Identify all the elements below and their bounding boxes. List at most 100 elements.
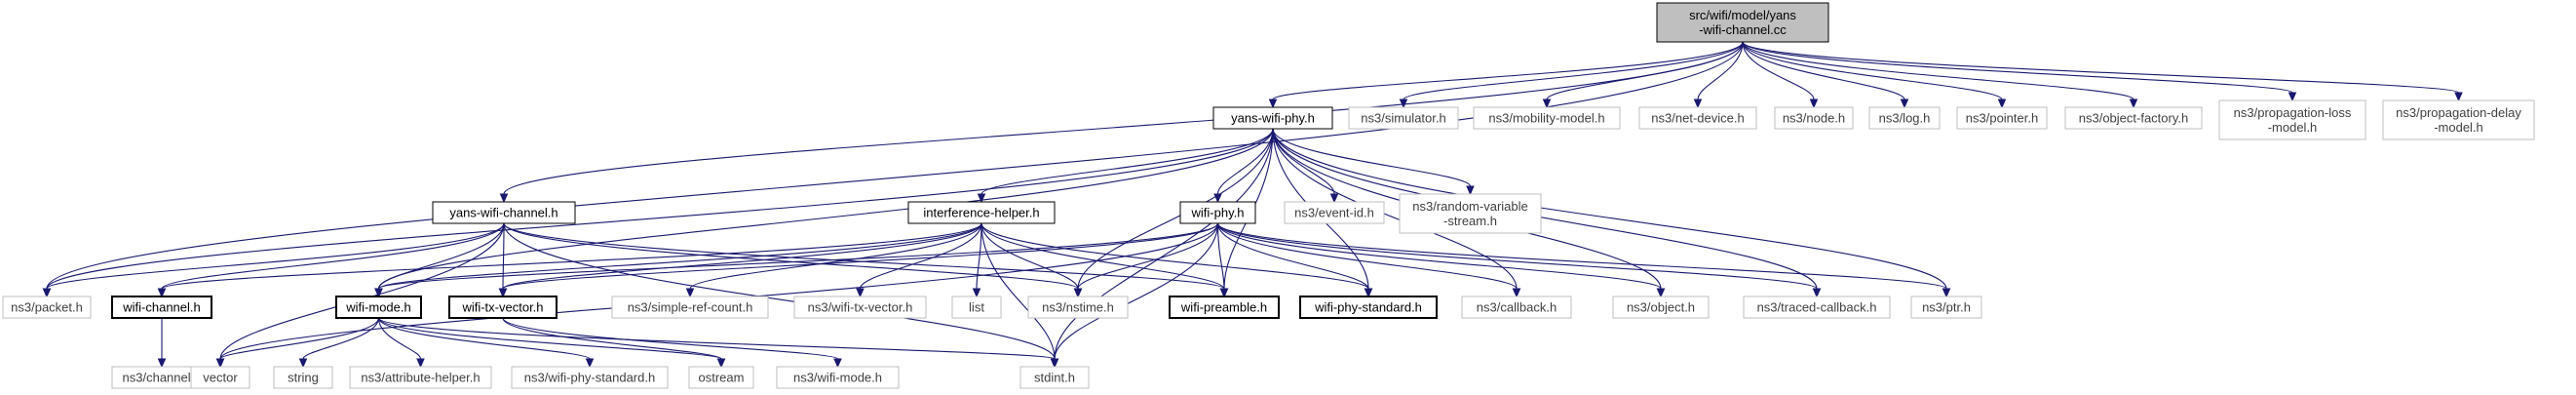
node-label: ns3/pointer.h xyxy=(1966,111,2038,126)
node-node: ns3/node.h xyxy=(1774,106,1854,130)
edge-wifi-phy-to-wifi-tx-vector xyxy=(498,222,1219,298)
node-attribute-helper: ns3/attribute-helper.h xyxy=(349,366,492,389)
edge-wifi-mode-to-stdint xyxy=(377,317,1059,369)
edge-wifi-phy-to-ptr xyxy=(1216,222,1951,298)
graph-nodes: src/wifi/model/yans-wifi-channel.cc yans-… xyxy=(2,2,2535,389)
node-ostream: ostream xyxy=(688,366,754,389)
edge-root-to-net-device xyxy=(1693,41,1744,109)
node-label: ns3/ptr.h xyxy=(1922,300,1971,315)
node-label: ns3/propagation-loss xyxy=(2234,105,2352,120)
node-label: -stream.h xyxy=(1443,214,1497,228)
edge-wifi-phy-to-wifi-phy-standard xyxy=(1216,222,1373,298)
edge-root-to-propagation-loss xyxy=(1742,41,2297,102)
node-label: ns3/wifi-mode.h xyxy=(793,371,882,385)
node-yans-wifi-channel[interactable]: yans-wifi-channel.h xyxy=(432,201,576,224)
node-object-factory: ns3/object-factory.h xyxy=(2064,106,2203,130)
node-net-device: ns3/net-device.h xyxy=(1638,106,1757,130)
edge-interference-helper-to-wifi-channel xyxy=(157,222,982,298)
node-label: ns3/channel.h xyxy=(123,371,202,385)
node-list: list xyxy=(951,296,1002,319)
edge-root-to-pointer xyxy=(1742,41,2007,109)
node-stdint: stdint.h xyxy=(1019,366,1090,389)
node-wifi-phy-standard[interactable]: wifi-phy-standard.h xyxy=(1299,296,1438,319)
node-nstime: ns3/nstime.h xyxy=(1027,296,1129,319)
node-simulator: ns3/simulator.h xyxy=(1348,106,1459,130)
node-label: ns3/random-variable xyxy=(1412,199,1528,214)
edge-wifi-phy-to-stdint xyxy=(1050,222,1219,369)
edge-wifi-mode-to-vector xyxy=(215,317,380,369)
edge-root-to-log xyxy=(1742,41,1909,109)
node-ptr: ns3/ptr.h xyxy=(1910,296,1982,319)
node-channel: ns3/channel.h xyxy=(111,366,212,389)
node-label: ns3/wifi-tx-vector.h xyxy=(808,300,913,315)
edge-interference-helper-to-wifi-phy-standard xyxy=(980,222,1373,298)
node-wifi-channel[interactable]: wifi-channel.h xyxy=(111,296,212,319)
edge-root-to-propagation-delay xyxy=(1742,41,2463,102)
node-yans-wifi-phy[interactable]: yans-wifi-phy.h xyxy=(1212,106,1333,130)
node-interference-helper[interactable]: interference-helper.h xyxy=(907,201,1056,224)
node-label: ns3/node.h xyxy=(1783,111,1845,126)
node-ns3-wifi-mode: ns3/wifi-mode.h xyxy=(776,366,900,389)
node-root[interactable]: src/wifi/model/yans-wifi-channel.cc xyxy=(1656,2,1829,43)
node-label: yans-wifi-channel.h xyxy=(449,206,557,220)
node-label: ns3/simulator.h xyxy=(1361,111,1445,126)
edge-wifi-tx-vector-to-ns3-wifi-mode xyxy=(502,317,842,369)
node-label: ns3/net-device.h xyxy=(1651,111,1744,126)
node-event-id: ns3/event-id.h xyxy=(1284,201,1385,224)
node-propagation-loss: ns3/propagation-loss-model.h xyxy=(2218,99,2366,140)
edge-wifi-channel-to-channel xyxy=(157,318,167,369)
edge-wifi-phy-to-wifi-mode xyxy=(374,222,1219,298)
node-string: string xyxy=(273,366,333,389)
node-label: wifi-preamble.h xyxy=(1180,300,1267,315)
node-random-variable: ns3/random-variable-stream.h xyxy=(1399,193,1542,234)
node-label: ostream xyxy=(699,371,745,385)
edge-yans-wifi-channel-to-packet xyxy=(42,222,505,298)
node-mobility-model: ns3/mobility-model.h xyxy=(1473,106,1621,130)
node-label: ns3/simple-ref-count.h xyxy=(628,300,753,315)
node-label: ns3/log.h xyxy=(1879,111,1931,126)
node-object: ns3/object.h xyxy=(1612,296,1710,319)
node-label: src/wifi/model/yans xyxy=(1689,8,1796,22)
edge-wifi-phy-to-vector xyxy=(215,222,1219,369)
node-label: ns3/propagation-delay xyxy=(2396,105,2521,120)
node-label: ns3/event-id.h xyxy=(1294,206,1374,220)
node-pointer: ns3/pointer.h xyxy=(1956,106,2048,130)
node-label: vector xyxy=(203,371,238,385)
node-label: -model.h xyxy=(2434,120,2483,135)
edge-root-to-node xyxy=(1742,41,1819,109)
edge-wifi-mode-to-attribute-helper xyxy=(377,317,425,369)
node-label: wifi-phy.h xyxy=(1191,206,1245,220)
node-wifi-preamble[interactable]: wifi-preamble.h xyxy=(1169,296,1280,319)
edge-yans-wifi-channel-to-vector xyxy=(215,222,505,369)
node-label: -model.h xyxy=(2268,120,2318,135)
node-wifi-tx-vector[interactable]: wifi-tx-vector.h xyxy=(448,296,557,319)
node-label: wifi-channel.h xyxy=(122,300,201,315)
node-label: ns3/nstime.h xyxy=(1042,300,1114,315)
node-label: ns3/attribute-helper.h xyxy=(361,371,480,385)
edge-wifi-phy-to-nstime xyxy=(1073,222,1219,298)
node-label: ns3/wifi-phy-standard.h xyxy=(524,371,655,385)
node-ns3-wifi-tx-vector: ns3/wifi-tx-vector.h xyxy=(793,296,927,319)
node-label: yans-wifi-phy.h xyxy=(1231,111,1315,126)
node-label: wifi-phy-standard.h xyxy=(1314,300,1422,315)
node-label: list xyxy=(969,300,984,315)
edge-wifi-phy-to-object xyxy=(1216,222,1666,298)
node-wifi-phy[interactable]: wifi-phy.h xyxy=(1179,201,1256,224)
edge-interference-helper-to-list xyxy=(972,222,982,298)
edge-yans-wifi-phy-to-random-variable xyxy=(1272,128,1475,196)
node-label: ns3/mobility-model.h xyxy=(1488,111,1604,126)
node-label: ns3/object-factory.h xyxy=(2079,111,2188,126)
node-ns3-wifi-phy-standard: ns3/wifi-phy-standard.h xyxy=(511,366,669,389)
edge-wifi-mode-to-ostream xyxy=(377,317,726,369)
node-vector: vector xyxy=(190,366,250,389)
node-label: ns3/packet.h xyxy=(11,300,83,315)
node-wifi-mode[interactable]: wifi-mode.h xyxy=(335,296,422,319)
node-packet: ns3/packet.h xyxy=(2,296,92,319)
node-label: stdint.h xyxy=(1034,371,1075,385)
edge-yans-wifi-phy-to-interference-helper xyxy=(977,128,1274,204)
edge-root-to-mobility-model xyxy=(1542,41,1744,109)
edge-wifi-phy-to-wifi-preamble xyxy=(1216,222,1229,298)
edge-interference-helper-to-wifi-tx-vector xyxy=(498,222,982,298)
node-callback: ns3/callback.h xyxy=(1461,296,1572,319)
